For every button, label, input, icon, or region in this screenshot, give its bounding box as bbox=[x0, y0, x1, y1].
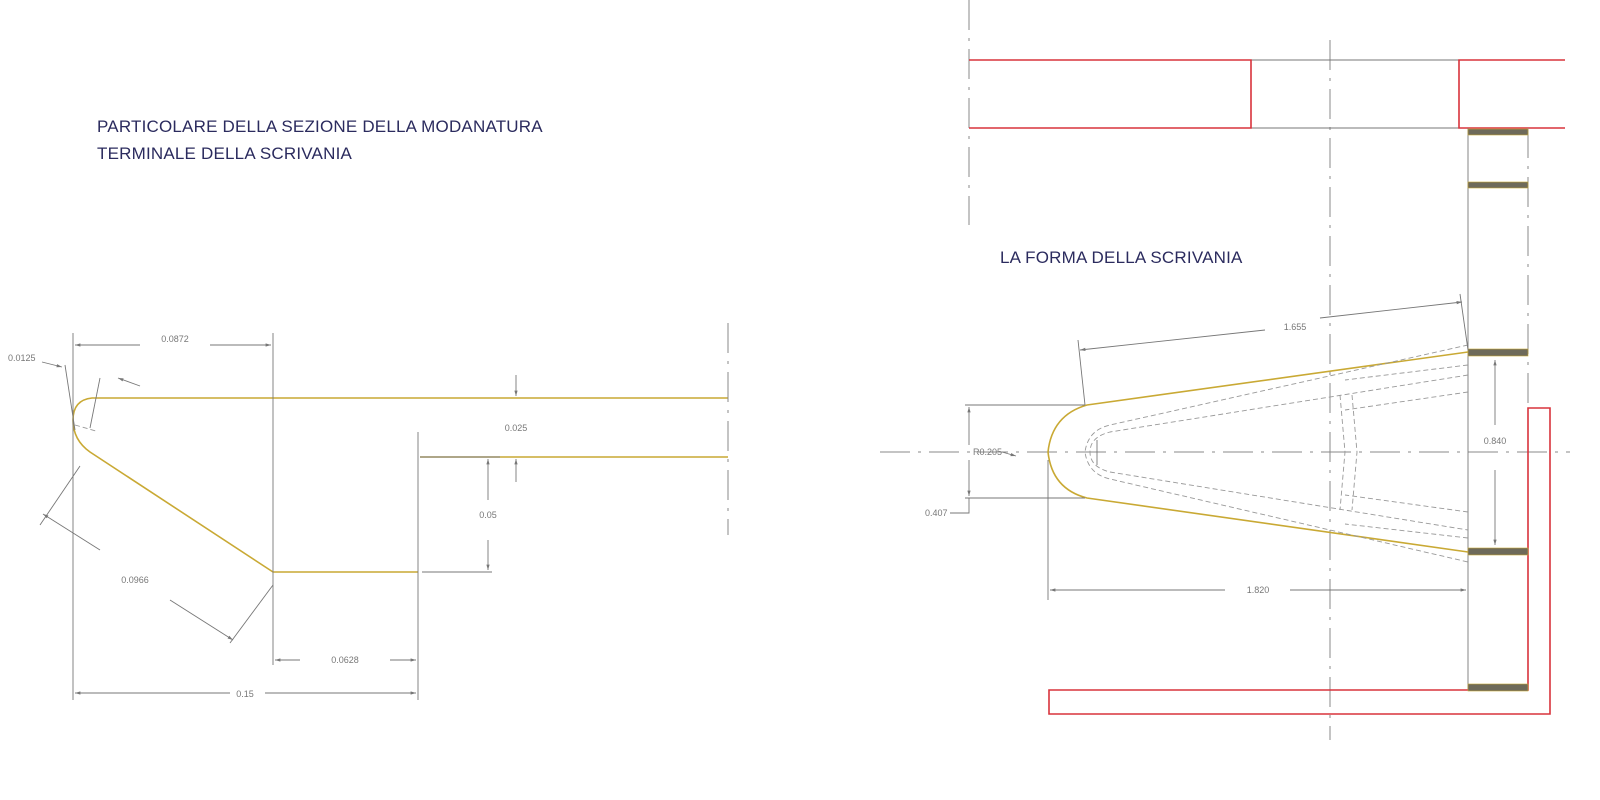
hidden-line bbox=[1339, 394, 1358, 511]
dim-1655-label: 1.655 bbox=[1284, 322, 1307, 332]
dim-015-label: 0.15 bbox=[236, 689, 254, 699]
wall-right bbox=[1458, 59, 1565, 129]
dimension-leader bbox=[950, 498, 970, 514]
wall-l-shape bbox=[1048, 407, 1551, 715]
dim-0125-label: 0.0125 bbox=[8, 353, 36, 363]
dim-0966-label: 0.0966 bbox=[121, 575, 149, 585]
dimension-leader bbox=[1001, 451, 1017, 457]
hidden-line bbox=[1084, 344, 1469, 563]
support-bar bbox=[1467, 547, 1529, 556]
dim-r0205-label: R0.205 bbox=[973, 447, 1002, 457]
dimension-line bbox=[1079, 329, 1266, 352]
hidden-line bbox=[1344, 364, 1469, 539]
right-drawing-title: LA FORMA DELLA SCRIVANIA bbox=[1000, 248, 1243, 267]
dimension-line bbox=[1319, 300, 1463, 319]
molding-profile bbox=[72, 397, 728, 573]
molding-section-drawing: 0.0872 0.0125 0.025 0.05 0.0966 bbox=[8, 323, 729, 700]
desk-shape-drawing: 1.655 0.407 R0.205 0.840 1.820 bbox=[880, 0, 1570, 740]
dimension-leader bbox=[117, 377, 141, 387]
extension-line bbox=[89, 377, 101, 429]
dimension-line bbox=[42, 513, 101, 551]
left-title-line-2: TERMINALE DELLA SCRIVANIA bbox=[97, 144, 353, 163]
hidden-line bbox=[1089, 374, 1469, 531]
dim-05-label: 0.05 bbox=[479, 510, 497, 520]
extension-line bbox=[229, 584, 274, 644]
wall-left bbox=[969, 59, 1252, 129]
left-title-line-1: PARTICOLARE DELLA SEZIONE DELLA MODANATU… bbox=[97, 117, 543, 136]
extension-line bbox=[64, 364, 76, 431]
dim-0840-label: 0.840 bbox=[1484, 436, 1507, 446]
support-bar bbox=[1467, 128, 1529, 136]
dim-025-label: 0.025 bbox=[505, 423, 528, 433]
extension-line bbox=[1077, 339, 1086, 406]
support-bar bbox=[1467, 683, 1529, 692]
left-drawing-title: PARTICOLARE DELLA SEZIONE DELLA MODANATU… bbox=[97, 113, 543, 167]
support-bar bbox=[1467, 181, 1529, 189]
dimension-leader bbox=[41, 361, 63, 368]
dim-0872-label: 0.0872 bbox=[161, 334, 189, 344]
desk-outline bbox=[1047, 351, 1469, 553]
dim-0628-label: 0.0628 bbox=[331, 655, 359, 665]
hidden-line bbox=[74, 424, 97, 432]
support-bar bbox=[1467, 348, 1529, 357]
dim-0407-label: 0.407 bbox=[925, 508, 948, 518]
dimension-line bbox=[169, 599, 234, 641]
dim-1820-label: 1.820 bbox=[1247, 585, 1270, 595]
